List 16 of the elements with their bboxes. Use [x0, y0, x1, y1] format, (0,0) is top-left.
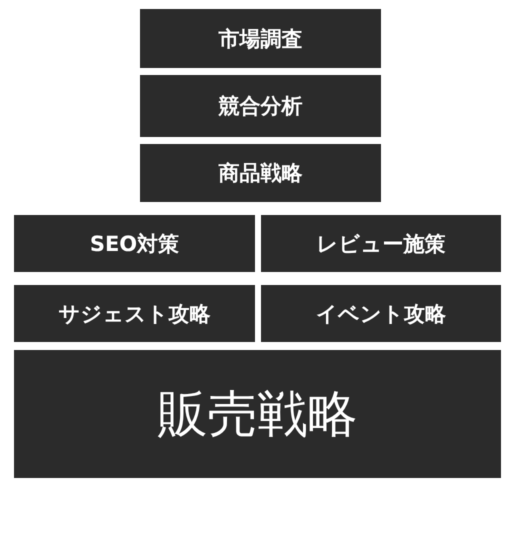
- block-label: 市場調査: [218, 26, 302, 52]
- block-box: [261, 215, 501, 272]
- block-box: [140, 144, 381, 202]
- block-box: [261, 285, 501, 342]
- block-label: レビュー施策: [316, 230, 446, 258]
- block-label: 販売戦略: [158, 384, 358, 444]
- block-box: [140, 75, 381, 137]
- block-box: [14, 350, 501, 478]
- block-label: 競合分析: [218, 93, 302, 120]
- block-label: イベント攻略: [316, 300, 446, 328]
- block-label: 商品戦略: [218, 160, 302, 187]
- block-label: サジェスト攻略: [58, 300, 210, 328]
- block-box: [14, 285, 255, 342]
- block-label: SEO対策: [90, 230, 180, 258]
- block-box: [140, 9, 381, 68]
- block-box: [14, 215, 255, 272]
